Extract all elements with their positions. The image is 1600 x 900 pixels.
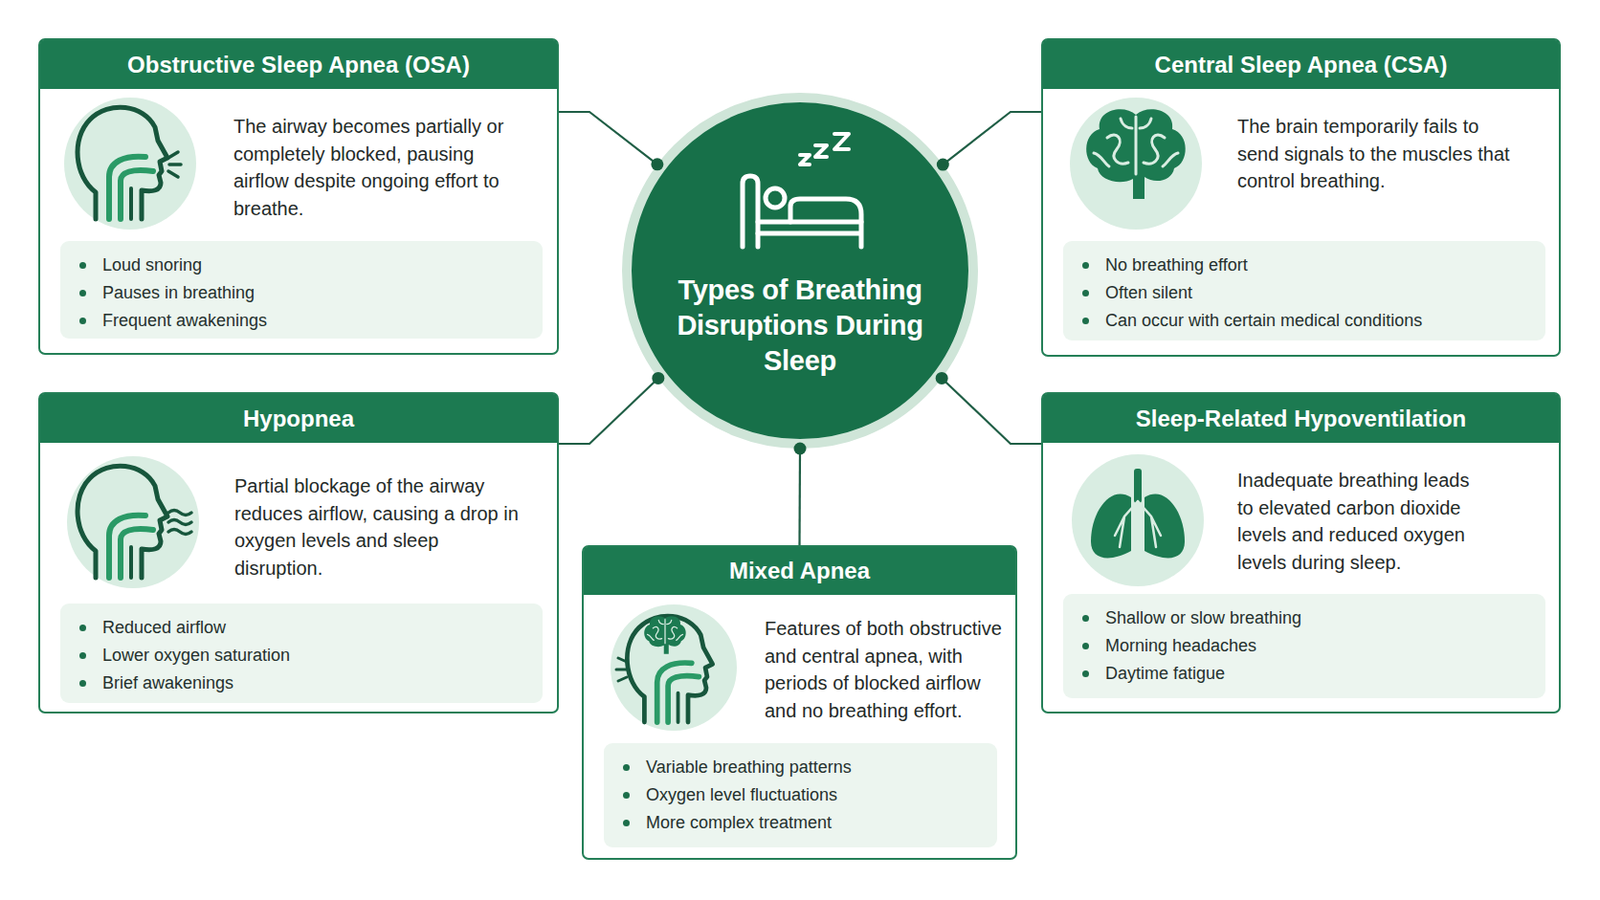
bullet-dot <box>1082 317 1089 325</box>
bullet-dot <box>79 652 87 660</box>
connector-line <box>942 111 1042 165</box>
bullet-item: Can occur with certain medical condition… <box>1105 311 1423 331</box>
bullet-row: No breathing effort <box>1063 251 1546 280</box>
hub-title: Types of Breathing Disruptions During Sl… <box>651 272 949 379</box>
card-description: The brain temporarily fails to send sign… <box>1237 112 1525 196</box>
connector-line <box>941 377 1042 445</box>
bullet-item: Often silent <box>1105 283 1193 303</box>
bullet-row: Frequent awakenings <box>60 307 543 335</box>
bullet-row: Shallow or slow breathing <box>1063 604 1546 633</box>
bullet-dot <box>1082 643 1089 650</box>
bullet-row: Variable breathing patterns <box>603 754 998 782</box>
bullet-dot <box>1082 289 1089 297</box>
connector-line <box>558 111 658 165</box>
card-title: Central Sleep Apnea (CSA) <box>1043 40 1559 89</box>
bullet-row: Pauses in breathing <box>60 279 543 308</box>
card-description: Inadequate breathing leads to elevated c… <box>1237 466 1481 577</box>
card-description: Features of both obstructive and central… <box>764 615 1012 725</box>
bullet-panel: Reduced airflowLower oxygen saturationBr… <box>60 603 543 704</box>
info-card: Obstructive Sleep Apnea (OSA) The airway … <box>38 38 559 356</box>
bullet-panel: Variable breathing patternsOxygen level … <box>603 743 998 848</box>
bullet-item: No breathing effort <box>1105 255 1248 275</box>
info-card: HypopneaPartial blockage of the airway r… <box>38 392 559 714</box>
bullet-row: Morning headaches <box>1063 632 1546 661</box>
bullet-row: More complex treatment <box>603 809 998 838</box>
bullet-dot <box>79 680 87 688</box>
connector-line <box>558 377 659 445</box>
bullet-row: Loud snoring <box>60 251 543 280</box>
bullet-item: Oxygen level fluctuations <box>645 785 838 805</box>
bullet-row: Can occur with certain medical condition… <box>1063 307 1546 335</box>
bullet-row: Daytime fatigue <box>1063 660 1546 689</box>
bullet-item: Shallow or slow breathing <box>1105 608 1302 628</box>
bullet-item: Variable breathing patterns <box>645 757 852 778</box>
info-card: Mixed ApneaFeatures of both obstructive … <box>581 545 1018 861</box>
bullet-dot <box>622 792 630 800</box>
bullet-dot <box>1082 670 1089 678</box>
hub-circle: Types of Breathing Disruptions During Sl… <box>622 92 978 449</box>
info-card: Central Sleep Apnea (CSA) The brain tempo… <box>1041 38 1561 357</box>
card-description: The airway becomes partially or complete… <box>233 112 533 223</box>
bullet-item: Reduced airflow <box>102 618 226 638</box>
bullet-panel: Shallow or slow breathingMorning headach… <box>1063 594 1546 699</box>
bullet-row: Often silent <box>1063 279 1546 308</box>
bullet-dot <box>79 624 87 632</box>
card-title: Obstructive Sleep Apnea (OSA) <box>40 40 557 89</box>
bullet-row: Lower oxygen saturation <box>60 642 543 670</box>
bullet-row: Reduced airflow <box>60 614 543 643</box>
bullet-item: Loud snoring <box>102 255 202 275</box>
bullet-item: More complex treatment <box>645 813 832 833</box>
card-title: Sleep-Related Hypoventilation <box>1043 394 1559 444</box>
bullet-item: Pauses in breathing <box>102 283 255 303</box>
bullet-item: Brief awakenings <box>102 673 234 693</box>
bullet-dot <box>1082 262 1089 269</box>
bullet-item: Daytime fatigue <box>1105 664 1225 684</box>
bullet-panel: No breathing effortOften silentCan occur… <box>1063 241 1546 341</box>
bullet-item: Lower oxygen saturation <box>102 645 290 666</box>
bullet-panel: Loud snoringPauses in breathingFrequent … <box>60 241 543 339</box>
bullet-dot <box>1082 615 1089 623</box>
bullet-row: Oxygen level fluctuations <box>603 781 998 810</box>
bullet-dot <box>622 764 630 772</box>
bullet-item: Frequent awakenings <box>102 311 267 331</box>
bullet-dot <box>622 820 630 827</box>
bullet-dot <box>79 262 87 269</box>
connector-line <box>798 448 801 546</box>
info-card: Sleep-Related HypoventilationInadequate … <box>1041 392 1561 714</box>
bullet-item: Morning headaches <box>1105 636 1257 656</box>
card-title: Mixed Apnea <box>583 547 1016 596</box>
bullet-dot <box>79 289 87 297</box>
card-description: Partial blockage of the airway reduces a… <box>234 472 528 582</box>
bullet-row: Brief awakenings <box>60 669 543 698</box>
card-title: Hypopnea <box>40 394 557 444</box>
bullet-dot <box>79 317 87 325</box>
